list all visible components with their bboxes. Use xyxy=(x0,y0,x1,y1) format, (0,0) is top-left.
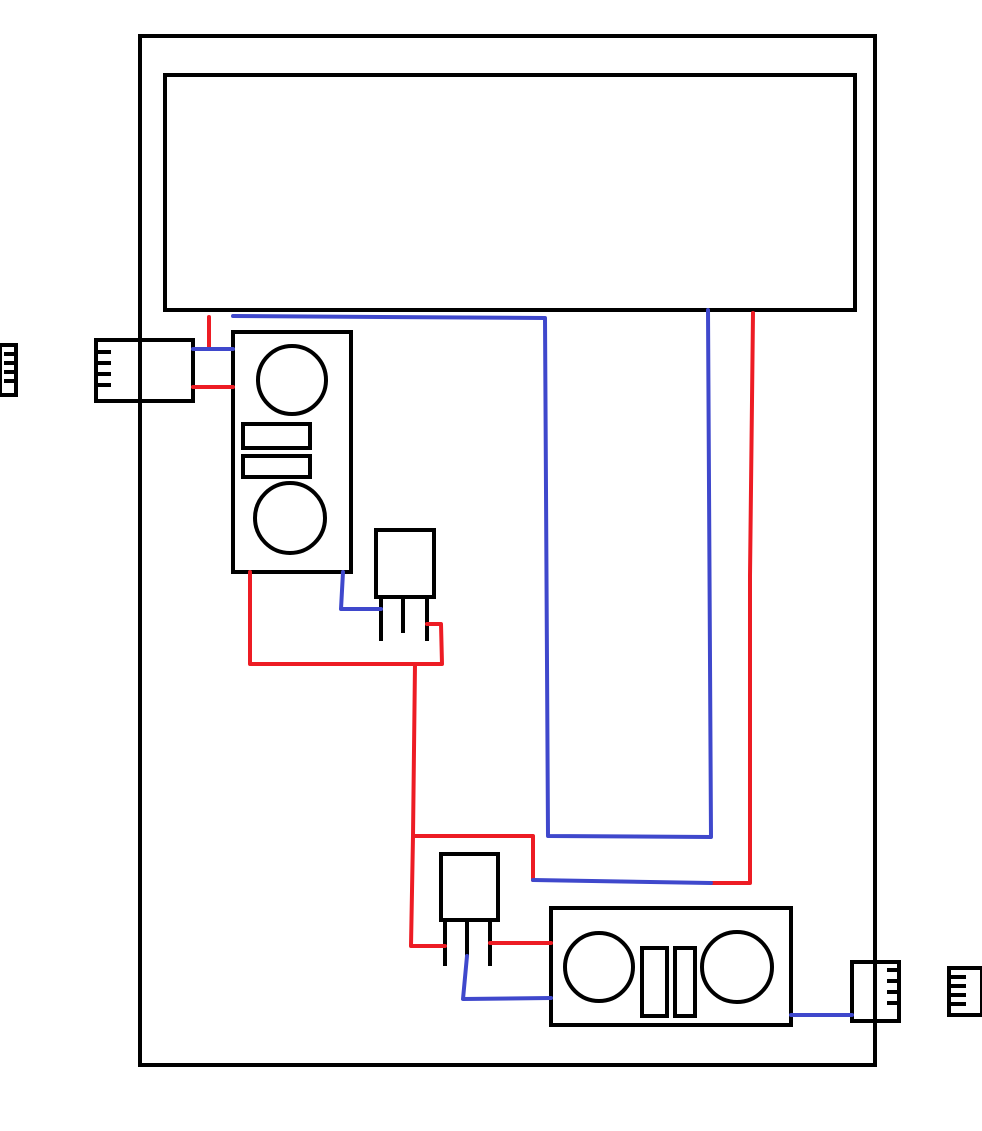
power-wires xyxy=(191,311,755,948)
signal-wire xyxy=(339,570,383,611)
sensor-body xyxy=(549,906,793,1027)
signal-wires xyxy=(191,308,854,1017)
regulator-lower xyxy=(439,852,500,966)
sensor-body xyxy=(231,330,353,574)
signal-wire xyxy=(531,878,713,885)
power-wire xyxy=(709,311,755,885)
regulator-body xyxy=(374,528,436,599)
connector-right xyxy=(850,960,901,1023)
power-wire xyxy=(248,570,444,666)
sensor-crystal-1 xyxy=(241,422,312,450)
enclosure-board xyxy=(138,34,877,1067)
sensor-transducer-top xyxy=(256,344,328,416)
signal-wire xyxy=(231,308,713,839)
connector-right-external-icon xyxy=(947,966,982,1017)
power-wire xyxy=(411,834,535,882)
sensor-crystal-2 xyxy=(673,946,697,1018)
sensor-transducer-bottom xyxy=(253,481,327,555)
power-wire xyxy=(409,662,447,948)
display-panel xyxy=(163,73,857,312)
ultrasonic-sensor-vertical xyxy=(231,330,353,574)
connector-body xyxy=(94,338,195,403)
sensor-crystal-1 xyxy=(640,946,669,1018)
sensor-crystal-2 xyxy=(241,454,312,479)
regulator-body xyxy=(439,852,500,922)
connector-left xyxy=(94,338,195,403)
ultrasonic-sensor-horizontal xyxy=(549,906,793,1027)
connector-left-external-icon xyxy=(0,343,18,397)
regulator-upper xyxy=(374,528,436,641)
sensor-transducer-left xyxy=(563,931,635,1003)
signal-wire xyxy=(461,954,553,1001)
sensor-transducer-right xyxy=(700,930,774,1004)
